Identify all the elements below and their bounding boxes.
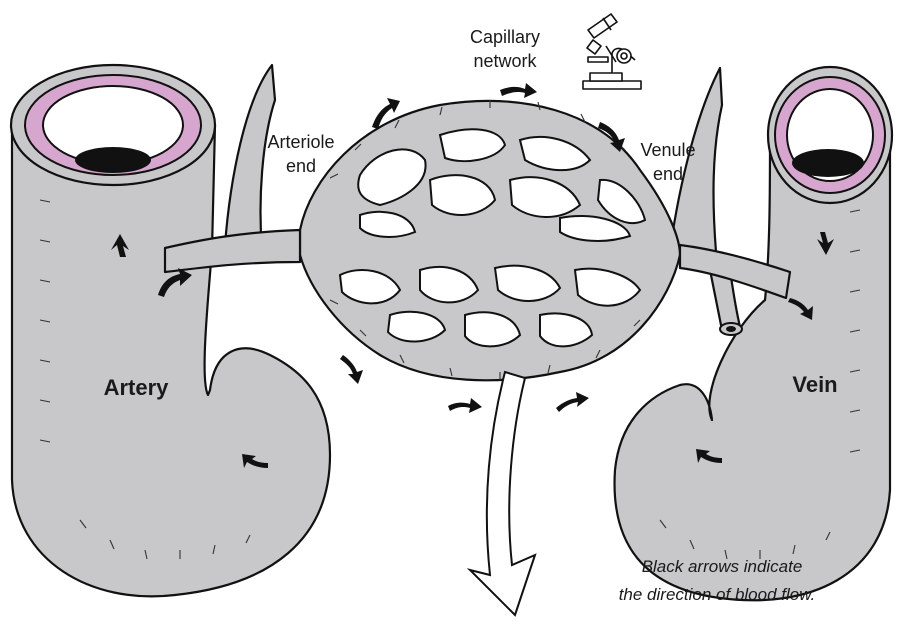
- flow-arrow: [500, 83, 537, 98]
- flow-arrow: [448, 398, 482, 413]
- artery-lumen: [75, 147, 151, 173]
- filtration-arrow: [470, 372, 535, 615]
- svg-text:end: end: [286, 156, 316, 176]
- capillary-network-label: Capillary network: [470, 27, 540, 71]
- svg-text:Venule: Venule: [640, 140, 695, 160]
- svg-text:Black arrows indicate: Black arrows indicate: [642, 557, 803, 576]
- vein-label: Vein: [792, 372, 837, 397]
- svg-text:Arteriole: Arteriole: [267, 132, 334, 152]
- microscope-icon: [583, 14, 641, 89]
- artery-label: Artery: [104, 375, 170, 400]
- arteriole-end-label: Arteriole end: [267, 132, 334, 176]
- flow-arrow: [556, 392, 589, 412]
- svg-text:end: end: [653, 164, 683, 184]
- flow-arrow: [340, 355, 363, 384]
- vein-lumen: [792, 149, 864, 177]
- svg-text:the direction of blood flow.: the direction of blood flow.: [619, 585, 816, 604]
- svg-text:network: network: [473, 51, 537, 71]
- svg-text:Capillary: Capillary: [470, 27, 540, 47]
